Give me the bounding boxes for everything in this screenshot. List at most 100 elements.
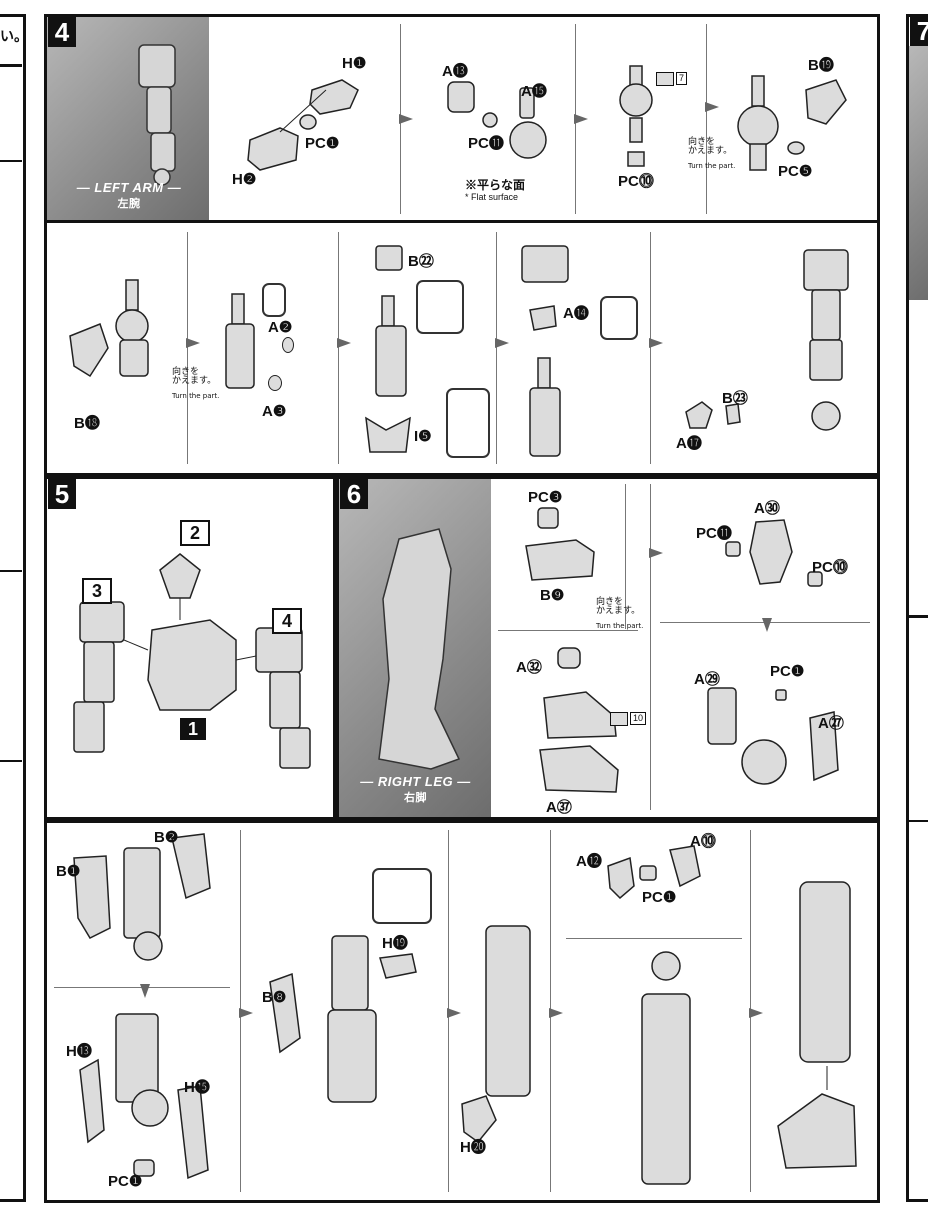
sub-step-divider: [625, 484, 626, 629]
part-label: A⓾: [690, 833, 716, 850]
part-label: PC⓫: [696, 525, 732, 542]
detail-callout: [372, 868, 432, 924]
part-label: A⓭: [442, 63, 468, 80]
ankle-joint-illustration: [725, 519, 823, 587]
left-arm-banner-jp: 左腕: [117, 198, 141, 210]
part-label: PC❶: [642, 889, 677, 906]
ankle-armor-illustration: [707, 687, 839, 785]
part-label: A❷: [268, 319, 293, 336]
sub-step-divider: [498, 630, 638, 631]
turn-part-en: Turn the part.: [688, 162, 736, 170]
hand-attach-illustration: [521, 245, 569, 457]
ankle-joint-parts-illustration: [607, 845, 701, 900]
knee-assembly-illustration: [269, 935, 417, 1103]
hand-part-illustration: [247, 79, 359, 171]
part-label: H⓯: [184, 1079, 210, 1096]
sub-step-divider: [706, 24, 707, 214]
down-arrow-icon: [138, 984, 152, 998]
turn-part-jp: 向きを かえます。: [596, 597, 641, 616]
right-divider: [909, 820, 928, 822]
part-label: PC❸: [528, 489, 563, 506]
sub-step-divider: [496, 232, 497, 464]
left-arm-assembled-illustration: [803, 249, 849, 431]
part-label: B㉒: [408, 253, 434, 270]
forearm-armor-illustration: [365, 245, 411, 453]
shin-illustration: [461, 925, 531, 1144]
part-label: PC❶: [305, 135, 340, 152]
left-divider: [0, 570, 22, 572]
sticker-reference-chip: 7: [676, 72, 688, 85]
part-label: H❷: [232, 171, 257, 188]
foot-illustration: [539, 647, 619, 793]
peg-icon: [268, 375, 282, 391]
part-label: H⓭: [66, 1043, 92, 1060]
detail-callout: [262, 283, 286, 317]
foot-joint-illustration: [525, 507, 595, 581]
completed-right-leg-illustration: [777, 881, 857, 1169]
sub-step-divider: [566, 938, 742, 939]
part-label: A㉙: [694, 671, 720, 688]
step-5-number: 5: [48, 479, 76, 509]
right-leg-banner-en: — RIGHT LEG —: [360, 774, 471, 789]
left-divider: [0, 760, 22, 762]
next-arrow-icon: [549, 1006, 563, 1020]
left-arm-photo: [47, 17, 209, 222]
subassembly-tag: 4: [272, 608, 302, 634]
peg-icon: [282, 337, 294, 353]
turn-part-en: Turn the part.: [596, 622, 644, 630]
turn-part-en: Turn the part.: [172, 392, 220, 400]
sub-step-divider: [650, 484, 651, 810]
left-arm-silhouette: [138, 44, 176, 186]
part-label: B⓳: [808, 57, 834, 74]
down-arrow-icon: [760, 618, 774, 632]
flat-surface-note-jp: ※平らな面: [465, 178, 526, 192]
left-arm-banner-en: — LEFT ARM —: [76, 180, 182, 195]
detail-callout: [446, 388, 490, 458]
next-arrow-icon: [337, 336, 351, 350]
left-arm-banner: — LEFT ARM — 左腕: [54, 180, 204, 211]
part-label: B㉓: [722, 390, 748, 407]
next-arrow-icon: [495, 336, 509, 350]
right-leg-banner: — RIGHT LEG — 右脚: [343, 774, 488, 805]
sticker-reference-chip: 10: [630, 712, 647, 725]
right-divider: [909, 615, 928, 618]
left-adjacent-panel: [0, 14, 26, 1202]
right-leg-silhouette: [378, 528, 461, 770]
part-label: A⓱: [676, 435, 702, 452]
sub-step-divider: [650, 232, 651, 464]
subassembly-tag: 1: [180, 718, 206, 740]
step-4-number: 4: [48, 17, 76, 47]
next-arrow-icon: [447, 1006, 461, 1020]
upper-arm-illustration: [737, 75, 847, 171]
part-label: PC❶: [108, 1173, 143, 1190]
part-label: A⓮: [563, 305, 589, 322]
knee-armor-illustration: [73, 833, 211, 961]
part-label: PC⓾: [618, 173, 654, 190]
step-7-number: 7: [910, 16, 928, 46]
part-label: PC⓫: [468, 135, 504, 152]
lower-leg-illustration: [79, 1013, 209, 1180]
part-label: A⓬: [576, 853, 602, 870]
part-label: A❸: [262, 403, 287, 420]
forearm-side-illustration: [225, 293, 255, 389]
part-label: B❽: [262, 989, 287, 1006]
right-adjacent-panel: [906, 14, 928, 1202]
part-label: A㉗: [818, 715, 844, 732]
left-divider: [0, 64, 22, 67]
right-leg-photo: [339, 479, 491, 817]
torso-assembly-illustration: [73, 553, 311, 769]
next-arrow-icon: [186, 336, 200, 350]
left-divider: [0, 160, 22, 162]
part-label: B❾: [540, 587, 565, 604]
next-arrow-icon: [649, 336, 663, 350]
part-label: A㉚: [754, 500, 780, 517]
part-label: PC⓾: [812, 559, 848, 576]
sub-step-divider: [338, 232, 339, 464]
part-label: B❶: [56, 863, 81, 880]
subassembly-tag: 3: [82, 578, 112, 604]
forearm-illustration: [69, 279, 149, 378]
turn-part-jp: 向きを かえます。: [688, 137, 733, 156]
part-label: A⓯: [521, 83, 547, 100]
hand-pieces-illustration: [685, 401, 741, 429]
step-6-number: 6: [340, 479, 368, 509]
